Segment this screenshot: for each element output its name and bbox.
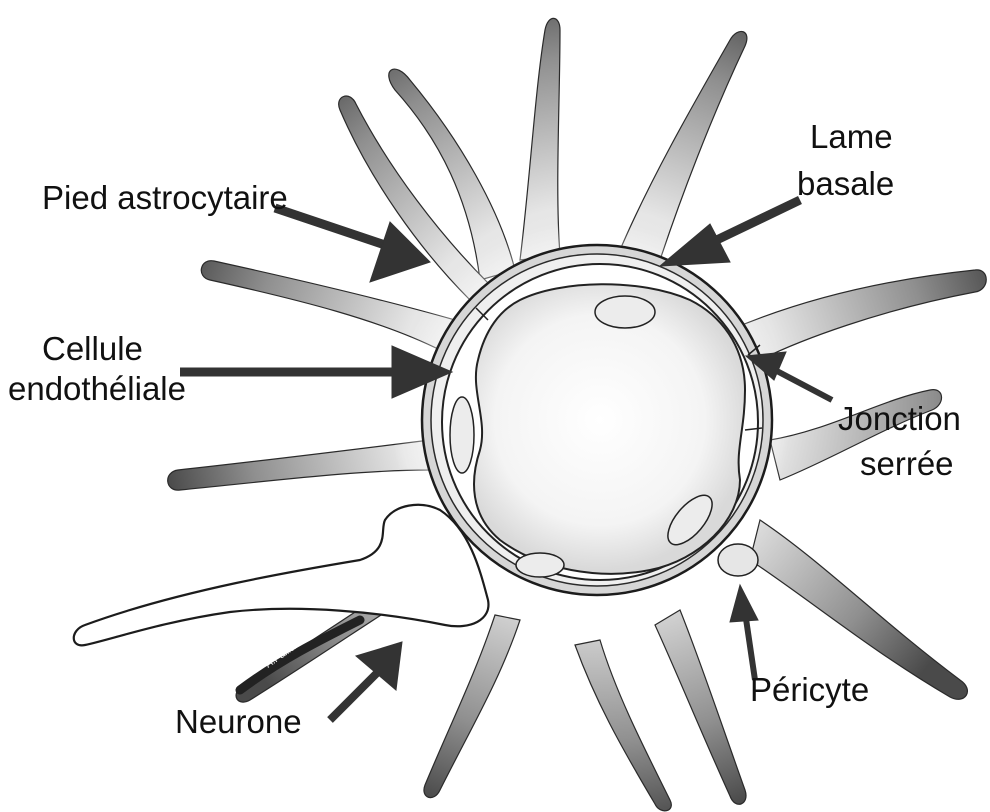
astrocyte-process-left-1 — [168, 440, 430, 490]
neuron: A.Paillard 09 — [74, 505, 489, 690]
label-pericyte: Péricyte — [750, 671, 869, 708]
endothelial-nucleus — [516, 553, 564, 577]
arrow-pied-astrocytaire — [275, 208, 385, 245]
label-jonction-line2: serrée — [860, 445, 954, 482]
capillary-lumen — [474, 284, 745, 574]
capillary — [422, 245, 772, 595]
arrow-pericyte — [745, 612, 755, 680]
pericyte-body — [718, 544, 758, 576]
astrocyte-process-bottom-1 — [655, 610, 746, 804]
astrocyte-process-bottom-2 — [575, 640, 671, 811]
astrocyte-process-bottom-3 — [424, 615, 520, 798]
label-jonction-line1: Jonction — [838, 400, 961, 437]
astrocyte-process-top-2 — [520, 18, 560, 260]
label-lame-basale-line1: Lame — [810, 118, 893, 155]
label-cellule-line2: endothéliale — [8, 370, 186, 407]
neuron-axon — [240, 620, 360, 690]
label-lame-basale-line2: basale — [797, 165, 894, 202]
endothelial-nucleus — [595, 296, 655, 328]
label-neurone: Neurone — [175, 703, 302, 740]
label-cellule-line1: Cellule — [42, 330, 143, 367]
endothelial-nucleus — [450, 397, 474, 473]
label-pied-astrocytaire: Pied astrocytaire — [42, 179, 288, 216]
neuron-body — [74, 505, 489, 646]
arrow-neurone — [330, 670, 380, 720]
arrowhead-pericyte — [730, 585, 758, 622]
